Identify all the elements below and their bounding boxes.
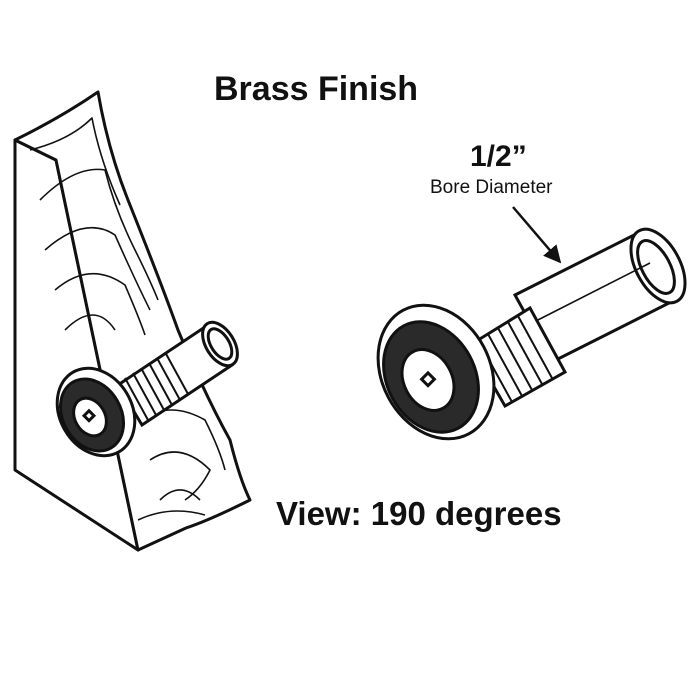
title: Brass Finish — [214, 70, 419, 108]
door-viewer-installed-illustration — [55, 320, 239, 458]
view-angle-label: View: 190 degrees — [276, 495, 562, 532]
bore-diameter-label: Bore Diameter — [430, 177, 553, 198]
bore-size: 1/2” — [470, 140, 527, 173]
door-viewer-illustration — [376, 227, 687, 441]
arrow-icon — [512, 206, 562, 264]
wood-block-illustration — [13, 90, 252, 552]
